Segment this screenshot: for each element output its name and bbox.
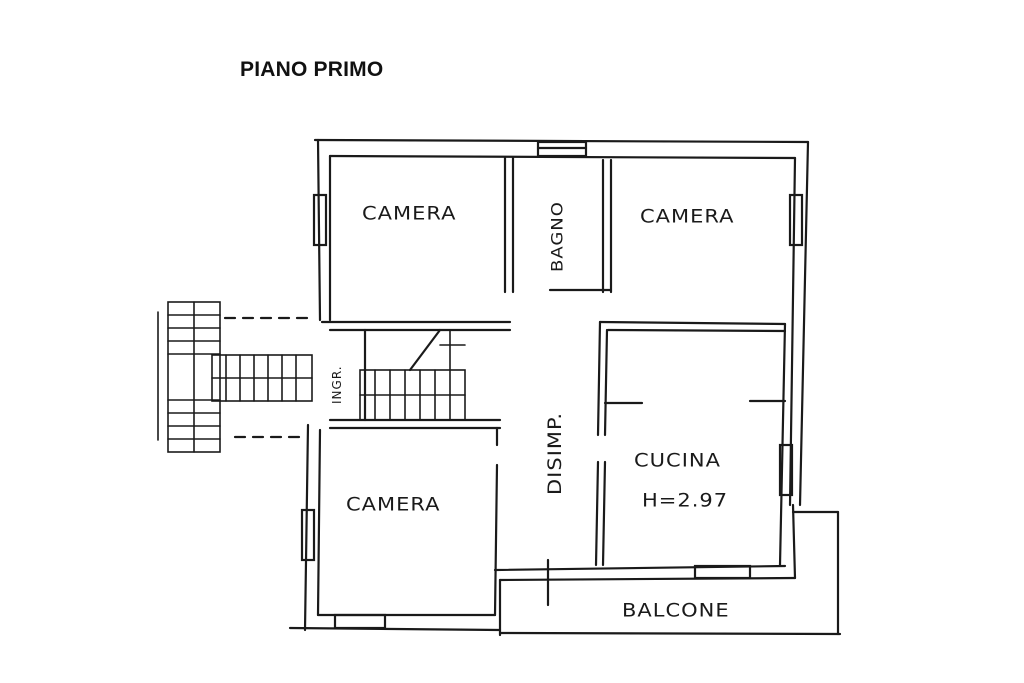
room-label-bagno: BAGNO [548,201,567,272]
room-label-cucina: CUCINA [634,449,721,471]
room-label-balcone: BALCONE [622,599,730,621]
room-label-camera-top-right: CAMERA [640,205,735,227]
room-label-disimpegno: DISIMP. [544,411,566,495]
room-height-label: H=2.97 [642,489,729,511]
room-label-camera-bottom-left: CAMERA [346,493,441,515]
room-label-camera-top-left: CAMERA [362,202,457,224]
floor-plan-title: PIANO PRIMO [240,58,384,81]
room-label-ingresso: INGR. [330,365,344,404]
